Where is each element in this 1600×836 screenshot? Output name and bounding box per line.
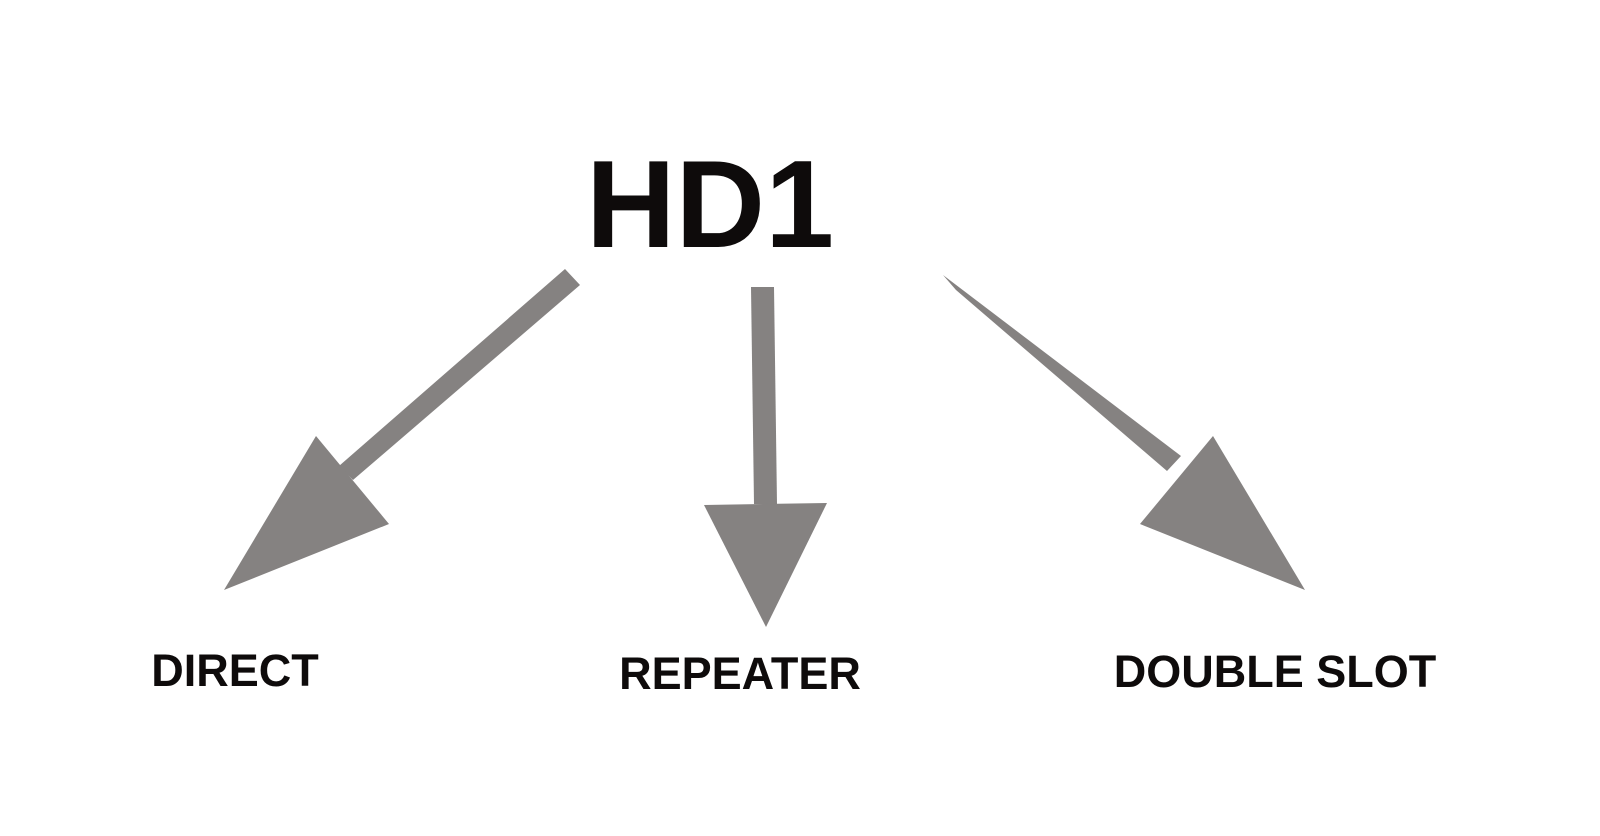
branch-label-double-slot: DOUBLE SLOT — [1114, 646, 1437, 697]
branch-label-repeater: REPEATER — [619, 648, 861, 699]
arrow-repeater-shaft — [751, 287, 777, 504]
arrow-to-repeater — [704, 287, 827, 627]
arrow-double-slot-head — [1140, 436, 1305, 590]
root-node-label: HD1 — [586, 136, 834, 274]
arrow-double-slot-shaft — [943, 275, 1181, 471]
arrow-repeater-head — [704, 503, 827, 627]
arrow-direct-head — [224, 436, 389, 590]
arrow-to-double-slot — [943, 275, 1305, 590]
branch-label-direct: DIRECT — [151, 645, 319, 696]
arrow-to-direct — [224, 269, 580, 590]
arrow-direct-shaft — [339, 269, 580, 480]
